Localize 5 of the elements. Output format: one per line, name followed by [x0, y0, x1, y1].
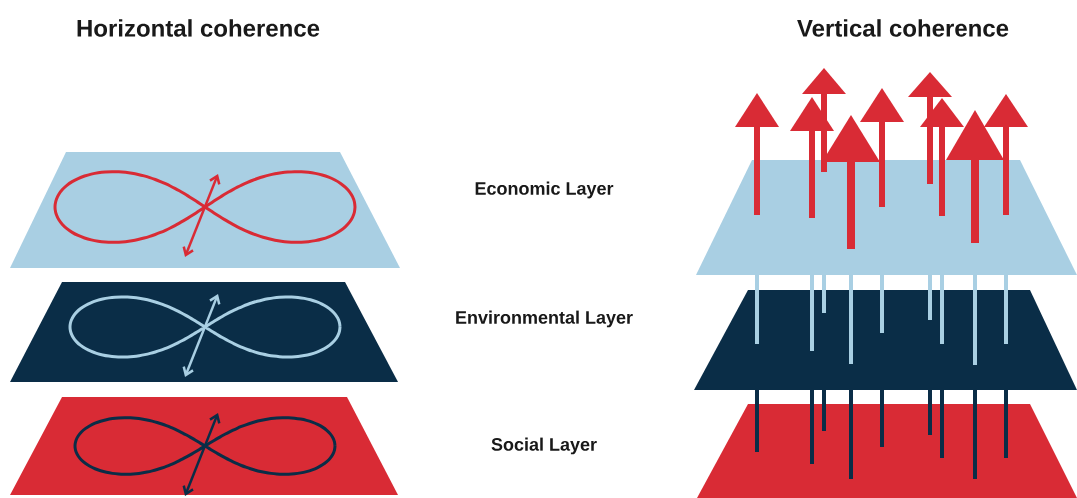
layer-label: Economic Layer — [475, 181, 614, 199]
heading: Horizontal coherence — [77, 19, 320, 37]
layer-label: Environmental Layer — [456, 310, 633, 328]
heading: Vertical coherence — [797, 19, 1009, 37]
layer-label: Social Layer — [491, 437, 597, 455]
